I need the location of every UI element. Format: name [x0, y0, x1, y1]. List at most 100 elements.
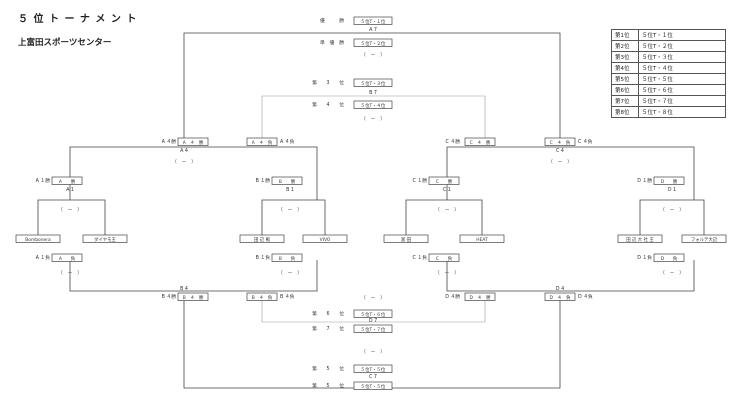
team-8: フォルテ大辺	[691, 236, 718, 243]
r1-d1-win-label: D １勝	[637, 177, 652, 184]
final-runnerup-label: 準 優 勝	[320, 39, 344, 46]
r1-a1-lose-label: A １負	[36, 254, 51, 261]
semi-a4-win-box: A ４ 勝	[183, 139, 204, 146]
r1-c1-win-box-box	[428, 176, 460, 185]
semi-a4-win-label: A ４勝	[162, 138, 177, 145]
team-3-box	[239, 234, 285, 243]
fifth-match-id: C 7	[369, 374, 377, 380]
team-5: 富 田	[401, 236, 411, 243]
semi-b4-win-box: B ４ 勝	[183, 294, 204, 301]
semi-d4-win-box: D ４ 勝	[470, 294, 492, 301]
fifth-b-value-box	[353, 381, 393, 390]
r1-a1-win-box-box	[51, 176, 83, 185]
semi-a4-lose-box: A ４ 負	[252, 139, 273, 146]
r1-b1-match-id: B 1	[286, 187, 294, 193]
final-winner-value: ５位T・１位	[361, 18, 386, 25]
r1-c1-lose-box: C 負	[436, 255, 453, 262]
fifth-a-value: ５位T・５位	[361, 366, 386, 373]
team-4: VIVO	[320, 237, 331, 243]
final-winner-value-box	[353, 16, 393, 25]
r1-c1-match-id: C 1	[443, 187, 451, 193]
r1-d1-win-box: D 勝	[661, 178, 678, 185]
team-6: HEAT	[476, 237, 488, 243]
fifth-b-value: ５位T・５位	[361, 383, 386, 390]
fourth-place-label: 第 4 位	[312, 101, 344, 108]
final-winner-label: 優 勝	[320, 17, 344, 24]
r1-d1-match-id: D 1	[668, 187, 676, 193]
semi-b4-lose-label: B ４負	[280, 293, 295, 300]
seventh-place-value-box	[353, 324, 393, 333]
r1-d1-lose-score: （ ー ）	[660, 270, 684, 276]
semi-b4-win-label: B ４勝	[162, 293, 177, 300]
semi-a4-score: （ ー ）	[172, 159, 196, 165]
final-match-id: A 7	[369, 27, 377, 33]
team-3: 田 辺 戦	[254, 236, 271, 243]
semi-d4-win-label: D ４勝	[445, 293, 460, 300]
fourth-place-value-box	[353, 100, 393, 109]
r1-d1-lose-box-box	[653, 253, 685, 262]
sixth-score: （ ー ）	[361, 349, 385, 355]
r1-b1-lose-box: B 負	[279, 255, 296, 262]
r1-a1-lose-box: A 負	[59, 255, 76, 262]
ranking-value: ５位T・８位	[638, 106, 726, 118]
sixth-place-value-box	[353, 309, 393, 318]
third-place-label: 第 3 位	[312, 79, 344, 86]
team-6-box	[459, 234, 505, 243]
semi-d4-lose-box: D ４ 負	[550, 294, 572, 301]
semi-c4-win-label: C ４勝	[446, 138, 461, 145]
fifth-a-value-box	[353, 364, 393, 373]
semi-a4-lose-box-box	[246, 137, 278, 146]
r1-b1-lose-score: （ ー ）	[278, 270, 302, 276]
semi-b4-lose-box-box	[246, 292, 278, 301]
semi-d4-lose-label: D ４負	[578, 293, 593, 300]
semi-c4-lose-box-box	[544, 137, 576, 146]
r1-c1-score: （ ー ）	[435, 207, 459, 213]
r1-b1-win-box: B 勝	[279, 178, 296, 185]
semi-c4-win-box-box	[464, 137, 496, 146]
final-runnerup-value: ５位T・２位	[361, 40, 386, 47]
semi-d4-match-id: D 4	[556, 286, 564, 292]
r1-c1-win-label: C １勝	[413, 177, 428, 184]
r1-b1-score: （ ー ）	[278, 207, 302, 213]
third-match-id: B 7	[369, 90, 377, 96]
team-2: ダイヤモ王	[94, 236, 116, 243]
fifth-b-label: 第 5 位	[312, 382, 344, 389]
semi-c4-score: （ ー ）	[548, 159, 572, 165]
third-place-value: ５位T・３位	[361, 80, 386, 87]
r1-a1-win-box: A 勝	[59, 178, 76, 185]
r1-c1-lose-score: （ ー ）	[435, 270, 459, 276]
losers-score: （ ー ）	[361, 295, 385, 301]
r1-a1-lose-score: （ ー ）	[58, 270, 82, 276]
semi-c4-lose-box: C ４ 負	[550, 139, 571, 146]
r1-b1-win-label: B １勝	[256, 177, 271, 184]
sixth-place-value: ５位T・６位	[361, 311, 386, 318]
page-title: ５ 位 ト ー ナ メ ン ト	[18, 14, 138, 25]
r1-d1-score: （ ー ）	[660, 207, 684, 213]
team-2-box	[82, 234, 128, 243]
semi-b4-win-box-box	[177, 292, 209, 301]
team-4-box	[302, 234, 348, 243]
team-7: 田 辺 大 社 王	[626, 236, 654, 243]
r1-a1-win-label: A １勝	[36, 177, 51, 184]
r1-d1-lose-box: D 負	[661, 255, 678, 262]
r1-a1-match-id: A 1	[66, 187, 74, 193]
team-5-box	[383, 234, 429, 243]
team-1: Bombonera	[25, 237, 51, 243]
third-score: （ ー ）	[361, 116, 385, 122]
r1-a1-score: （ ー ）	[58, 207, 82, 213]
semi-a4-match-id: A 4	[180, 148, 188, 154]
r1-b1-lose-label: B １負	[256, 254, 271, 261]
seventh-place-label: 第 7 位	[312, 325, 344, 332]
venue-name: 上富田スポーツセンター	[18, 38, 112, 48]
fifth-a-label: 第 5 位	[312, 365, 344, 372]
r1-d1-lose-label: D １負	[637, 254, 652, 261]
r1-b1-lose-box-box	[271, 253, 303, 262]
semi-b4-match-id: B 4	[180, 286, 188, 292]
fourth-place-value: ５位T・４位	[361, 102, 386, 109]
